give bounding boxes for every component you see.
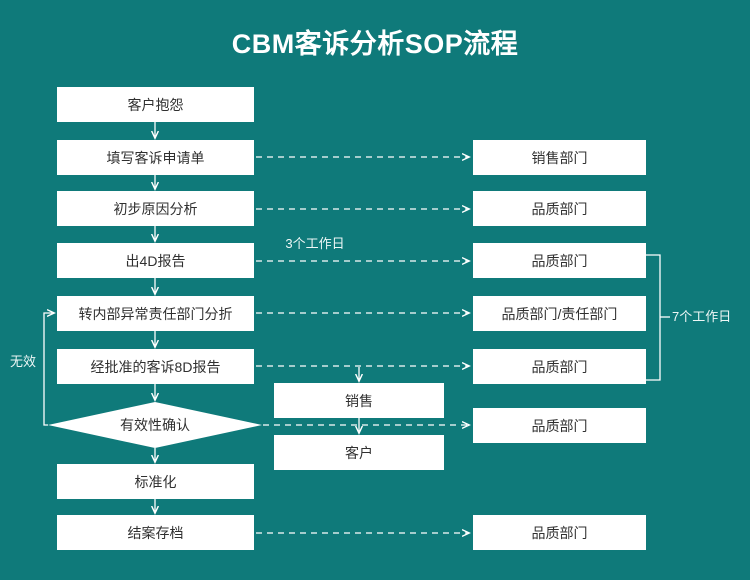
node-issue-4d-report[interactable]: 出4D报告 bbox=[57, 243, 254, 278]
node-fill-complaint-form[interactable]: 填写客诉申请单 bbox=[57, 140, 254, 175]
node-dept-quality-responsible[interactable]: 品质部门/责任部门 bbox=[473, 296, 646, 331]
node-effectiveness-confirmation[interactable]: 有效性确认 bbox=[48, 402, 262, 448]
annotation-3-working-days: 3个工作日 bbox=[285, 236, 345, 251]
node-dept-quality-3[interactable]: 品质部门 bbox=[473, 349, 646, 384]
node-dept-sales[interactable]: 销售部门 bbox=[473, 140, 646, 175]
node-standardization[interactable]: 标准化 bbox=[57, 464, 254, 499]
bracket-7-working-days bbox=[646, 254, 661, 381]
node-preliminary-cause-analysis[interactable]: 初步原因分析 bbox=[57, 191, 254, 226]
node-customer-complaint[interactable]: 客户抱怨 bbox=[57, 87, 254, 122]
node-approved-8d-report[interactable]: 经批准的客诉8D报告 bbox=[57, 349, 254, 384]
node-dept-quality-5[interactable]: 品质部门 bbox=[473, 515, 646, 550]
node-dept-quality-4[interactable]: 品质部门 bbox=[473, 408, 646, 443]
node-customer[interactable]: 客户 bbox=[274, 435, 444, 470]
annotation-invalid: 无效 bbox=[10, 354, 37, 369]
node-dept-quality-2[interactable]: 品质部门 bbox=[473, 243, 646, 278]
annotation-7-working-days: 7个工作日 bbox=[672, 309, 732, 324]
node-case-closure-archive[interactable]: 结案存档 bbox=[57, 515, 254, 550]
node-sales[interactable]: 销售 bbox=[274, 383, 444, 418]
decision-label: 有效性确认 bbox=[120, 417, 190, 433]
node-dept-quality-1[interactable]: 品质部门 bbox=[473, 191, 646, 226]
page-title: CBM客诉分析SOP流程 bbox=[231, 29, 519, 59]
node-transfer-internal-department[interactable]: 转内部异常责任部门分折 bbox=[57, 296, 254, 331]
